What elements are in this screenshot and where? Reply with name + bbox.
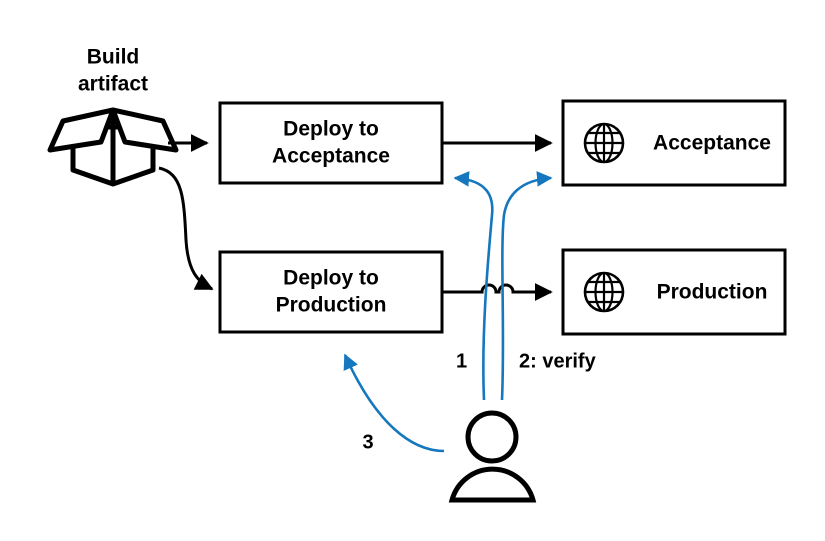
flow-step-1-trigger-deploy-acceptance xyxy=(453,171,494,401)
globe-icon xyxy=(583,122,625,164)
deploy-to-production-label-line1: Deploy to xyxy=(283,267,379,290)
step-label-3: 3 xyxy=(362,431,373,453)
node-acceptance-environment[interactable]: Acceptance xyxy=(561,99,787,187)
production-label: Production xyxy=(657,281,768,304)
step-label-1: 1 xyxy=(456,350,467,372)
package-box-icon xyxy=(47,107,179,187)
flow-step-3-trigger-deploy-production xyxy=(343,353,445,453)
globe-icon xyxy=(583,271,625,313)
deploy-to-acceptance-box[interactable] xyxy=(218,101,444,185)
node-deploy-to-acceptance[interactable]: Deploy to Acceptance xyxy=(218,101,444,185)
flow-step-2-verify-acceptance xyxy=(500,171,553,401)
edge-artifact-to-deploy-production xyxy=(158,166,214,291)
build-artifact-caption-line1: Build xyxy=(87,46,140,69)
deploy-to-acceptance-label-line2: Acceptance xyxy=(272,145,390,168)
deploy-to-production-box[interactable] xyxy=(218,250,444,334)
deploy-to-production-label-line2: Production xyxy=(276,294,387,317)
person-icon xyxy=(448,410,537,503)
acceptance-label: Acceptance xyxy=(653,132,771,155)
node-deploy-to-production[interactable]: Deploy to Production xyxy=(218,250,444,334)
deploy-to-acceptance-label-line1: Deploy to xyxy=(283,118,379,141)
edge-deploy-production-to-production xyxy=(442,283,553,301)
build-artifact-caption-line2: artifact xyxy=(78,73,148,96)
node-production-environment[interactable]: Production xyxy=(561,248,787,336)
build-artifact-caption: Build artifact xyxy=(78,46,148,96)
step-label-2-verify: 2: verify xyxy=(519,350,597,372)
